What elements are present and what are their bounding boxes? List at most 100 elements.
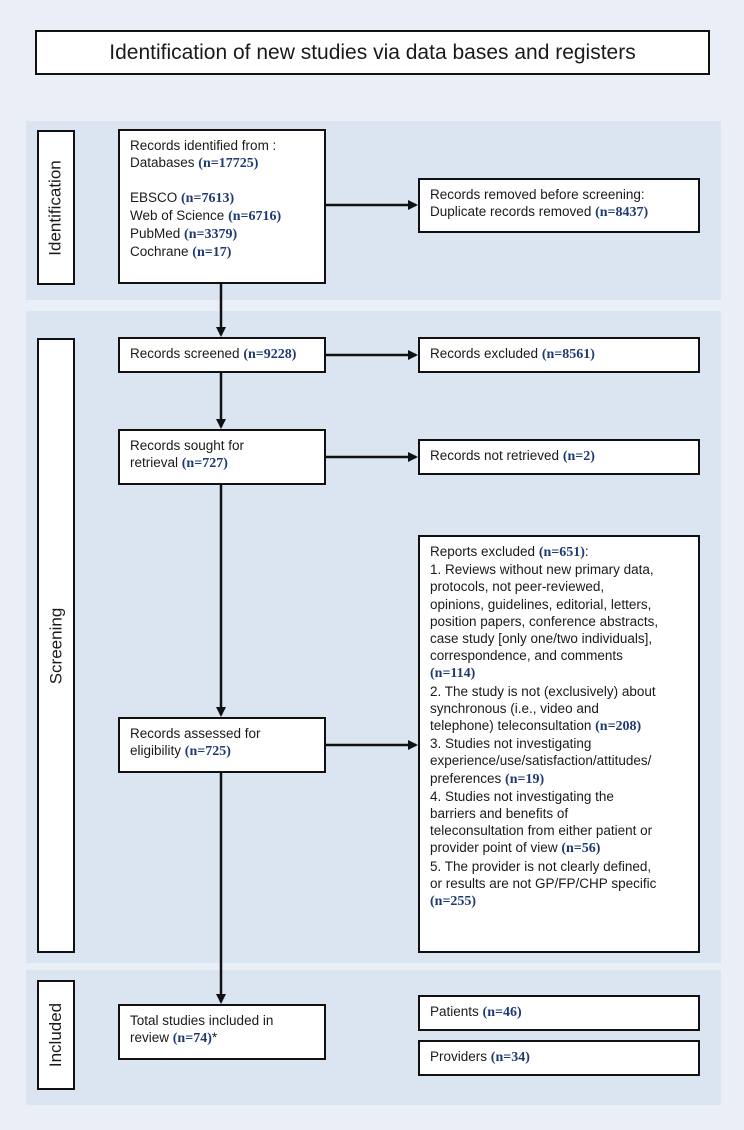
count-label: (n=19) bbox=[505, 771, 545, 787]
box-text: 1. Reviews without new primary data, bbox=[430, 562, 654, 578]
count-label: (n=6716) bbox=[228, 209, 282, 224]
records-identified-box: Records identified from :Databases (n=17… bbox=[118, 129, 326, 284]
records-not-retrieved-line: Records not retrieved (n=2) bbox=[430, 447, 688, 465]
records-sought-line: Records sought for bbox=[130, 437, 314, 454]
reports-excluded-line: opinions, guidelines, editorial, letters… bbox=[430, 596, 688, 613]
suffix-text: : bbox=[584, 544, 589, 559]
diagram-title: Identification of new studies via data b… bbox=[35, 30, 710, 75]
box-text: 2. The study is not (exclusively) about bbox=[430, 683, 656, 699]
records-screened-line: Records screened (n=9228) bbox=[130, 345, 314, 363]
total-included-line: review (n=74)* bbox=[130, 1029, 314, 1047]
reports-excluded-line: position papers, conference abstracts, bbox=[430, 613, 688, 630]
count-label: (n=2) bbox=[562, 449, 595, 464]
box-text: experience/use/satisfaction/attitudes/ bbox=[430, 753, 652, 769]
box-text: Records removed before screening: bbox=[430, 187, 645, 202]
reports-excluded-line: synchronous (i.e., video and bbox=[430, 700, 688, 717]
box-text: 5. The provider is not clearly defined, bbox=[430, 858, 652, 874]
records-excluded-line: Records excluded (n=8561) bbox=[430, 345, 688, 363]
count-label: (n=17) bbox=[192, 245, 232, 260]
total-included-line: Total studies included in bbox=[130, 1012, 314, 1029]
stage-screening: Screening bbox=[37, 338, 75, 953]
box-text: Records excluded bbox=[430, 346, 542, 361]
box-text: 3. Studies not investigating bbox=[430, 736, 592, 752]
reports-excluded-line: protocols, not peer-reviewed, bbox=[430, 578, 688, 595]
count-label: (n=46) bbox=[482, 1005, 522, 1020]
records-identified-line: Web of Science (n=6716) bbox=[130, 207, 314, 225]
suffix-text: * bbox=[211, 1030, 218, 1045]
records-assessed-line: eligibility (n=725) bbox=[130, 742, 314, 760]
count-label: (n=7613) bbox=[181, 191, 235, 206]
box-text: Total studies included in bbox=[130, 1013, 274, 1028]
count-label: (n=255) bbox=[430, 894, 477, 910]
box-text: review bbox=[130, 1030, 173, 1045]
patients-box: Patients (n=46) bbox=[418, 995, 700, 1031]
box-text: or results are not GP/FP/CHP specific bbox=[430, 875, 657, 891]
count-label: (n=114) bbox=[430, 666, 476, 682]
records-removed-box: Records removed before screening: Duplic… bbox=[418, 178, 700, 233]
count-label: (n=34) bbox=[490, 1050, 530, 1065]
count-label: (n=8437) bbox=[595, 205, 649, 220]
reports-excluded-line: teleconsultation from either patient or bbox=[430, 822, 688, 839]
box-text: barriers and benefits of bbox=[430, 806, 569, 822]
box-text: Patients bbox=[430, 1004, 483, 1019]
box-text: teleconsultation from either patient or bbox=[430, 823, 653, 839]
box-text: protocols, not peer-reviewed, bbox=[430, 579, 605, 595]
reports-excluded-line: or results are not GP/FP/CHP specific bbox=[430, 875, 688, 892]
reports-excluded-box: Reports excluded (n=651):1. Reviews with… bbox=[418, 535, 700, 953]
records-removed-line: Records removed before screening: bbox=[430, 186, 688, 203]
records-sought-line: retrieval (n=727) bbox=[130, 454, 314, 472]
records-assessed-line: Records assessed for bbox=[130, 725, 314, 742]
records-identified-line: PubMed (n=3379) bbox=[130, 225, 314, 243]
box-text: EBSCO bbox=[130, 190, 182, 205]
box-text: PubMed bbox=[130, 226, 185, 241]
box-text: 4. Studies not investigating the bbox=[430, 788, 614, 804]
providers-box: Providers (n=34) bbox=[418, 1040, 700, 1076]
reports-excluded-line: telephone) teleconsultation (n=208) bbox=[430, 717, 688, 735]
box-text: Records sought for bbox=[130, 438, 245, 453]
records-removed-line: Duplicate records removed (n=8437) bbox=[430, 203, 688, 221]
reports-excluded-line: 5. The provider is not clearly defined, bbox=[430, 858, 688, 875]
count-label: (n=8561) bbox=[541, 347, 595, 362]
reports-excluded-line: barriers and benefits of bbox=[430, 805, 688, 822]
reports-excluded-line: Reports excluded (n=651): bbox=[430, 543, 688, 561]
count-label: (n=56) bbox=[561, 841, 601, 857]
reports-excluded-line: 4. Studies not investigating the bbox=[430, 788, 688, 805]
providers-line: Providers (n=34) bbox=[430, 1048, 688, 1066]
reports-excluded-line: correspondence, and comments bbox=[430, 647, 688, 664]
box-text: retrieval bbox=[130, 455, 182, 470]
box-text: Records assessed for bbox=[130, 726, 261, 741]
reports-excluded-line: 3. Studies not investigating bbox=[430, 735, 688, 752]
reports-excluded-line: experience/use/satisfaction/attitudes/ bbox=[430, 752, 688, 769]
box-text: Duplicate records removed bbox=[430, 204, 596, 219]
box-text: telephone) teleconsultation bbox=[430, 718, 596, 734]
box-text: Web of Science bbox=[130, 208, 229, 223]
records-excluded-box: Records excluded (n=8561) bbox=[418, 337, 700, 373]
box-text: eligibility bbox=[130, 743, 185, 758]
reports-excluded-line: 1. Reviews without new primary data, bbox=[430, 561, 688, 578]
stage-included: Included bbox=[37, 980, 75, 1090]
patients-line: Patients (n=46) bbox=[430, 1003, 688, 1021]
reports-excluded-line: provider point of view (n=56) bbox=[430, 839, 688, 857]
count-label: (n=74) bbox=[172, 1031, 212, 1046]
records-identified-line: Records identified from : bbox=[130, 137, 314, 154]
count-label: (n=9228) bbox=[243, 347, 297, 362]
records-identified-line: EBSCO (n=7613) bbox=[130, 189, 314, 207]
box-text: correspondence, and comments bbox=[430, 648, 623, 664]
count-label: (n=651) bbox=[538, 545, 585, 560]
records-identified-line: Cochrane (n=17) bbox=[130, 243, 314, 261]
count-label: (n=727) bbox=[181, 456, 228, 471]
records-not-retrieved-box: Records not retrieved (n=2) bbox=[418, 439, 700, 475]
box-text: case study [only one/two individuals], bbox=[430, 631, 653, 647]
reports-excluded-line: case study [only one/two individuals], bbox=[430, 630, 688, 647]
stage-identification: Identification bbox=[37, 130, 75, 285]
box-text: Cochrane bbox=[130, 244, 193, 259]
reports-excluded-line: preferences (n=19) bbox=[430, 770, 688, 788]
box-text: opinions, guidelines, editorial, letters… bbox=[430, 596, 652, 612]
box-text: Records screened bbox=[130, 346, 244, 361]
reports-excluded-line: (n=255) bbox=[430, 892, 688, 910]
box-text: synchronous (i.e., video and bbox=[430, 700, 599, 716]
